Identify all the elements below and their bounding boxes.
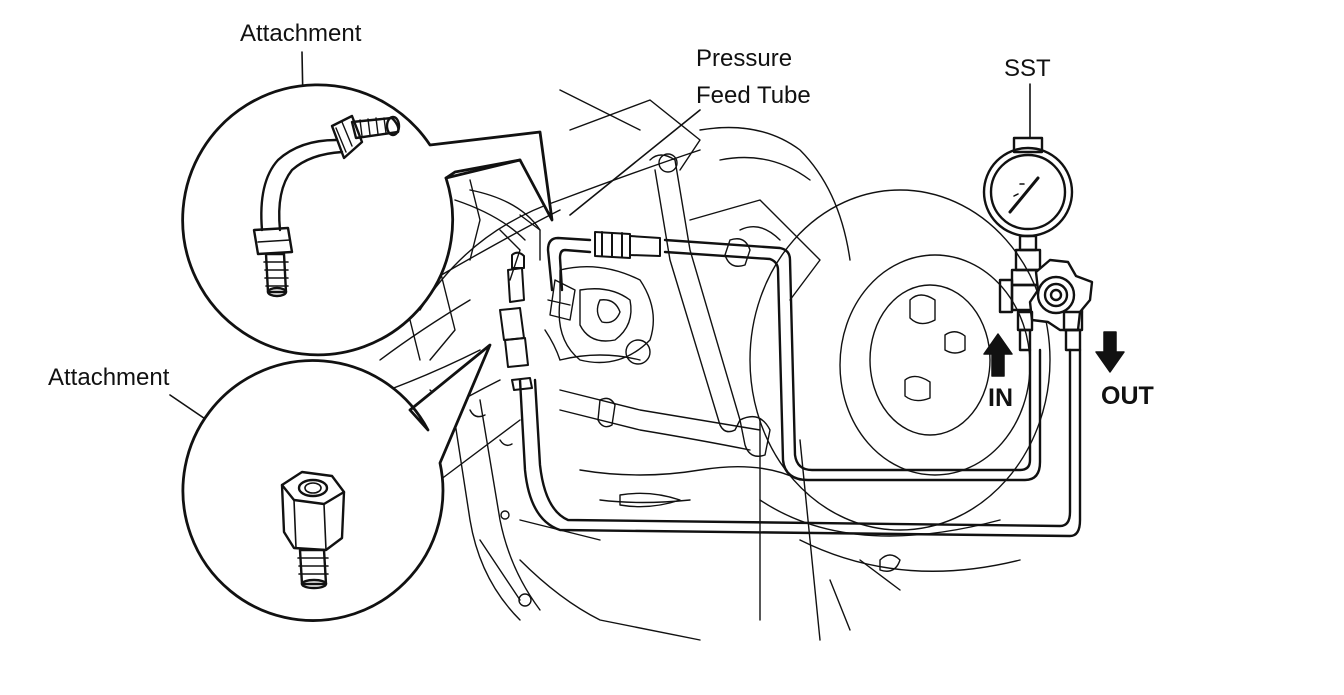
tube-coupler-left	[499, 251, 533, 391]
straight-attachment-icon	[280, 470, 346, 590]
tube-coupler-upper	[594, 231, 661, 259]
label-feed-tube: Feed Tube	[696, 82, 811, 109]
label-out: OUT	[1101, 382, 1154, 410]
elbow-attachment-icon	[252, 114, 401, 298]
callout-top	[181, 83, 554, 357]
label-sst: SST	[1004, 55, 1051, 82]
label-attachment-top: Attachment	[240, 20, 362, 47]
sst-gauge	[982, 136, 1094, 352]
gauge-tube	[518, 236, 1082, 538]
label-pressure: Pressure	[696, 45, 793, 72]
out-arrow-icon	[1095, 331, 1125, 373]
engine-background	[329, 89, 1051, 641]
label-in: IN	[988, 384, 1013, 412]
label-attachment-bottom: Attachment	[48, 364, 170, 391]
in-arrow-icon	[983, 333, 1013, 377]
